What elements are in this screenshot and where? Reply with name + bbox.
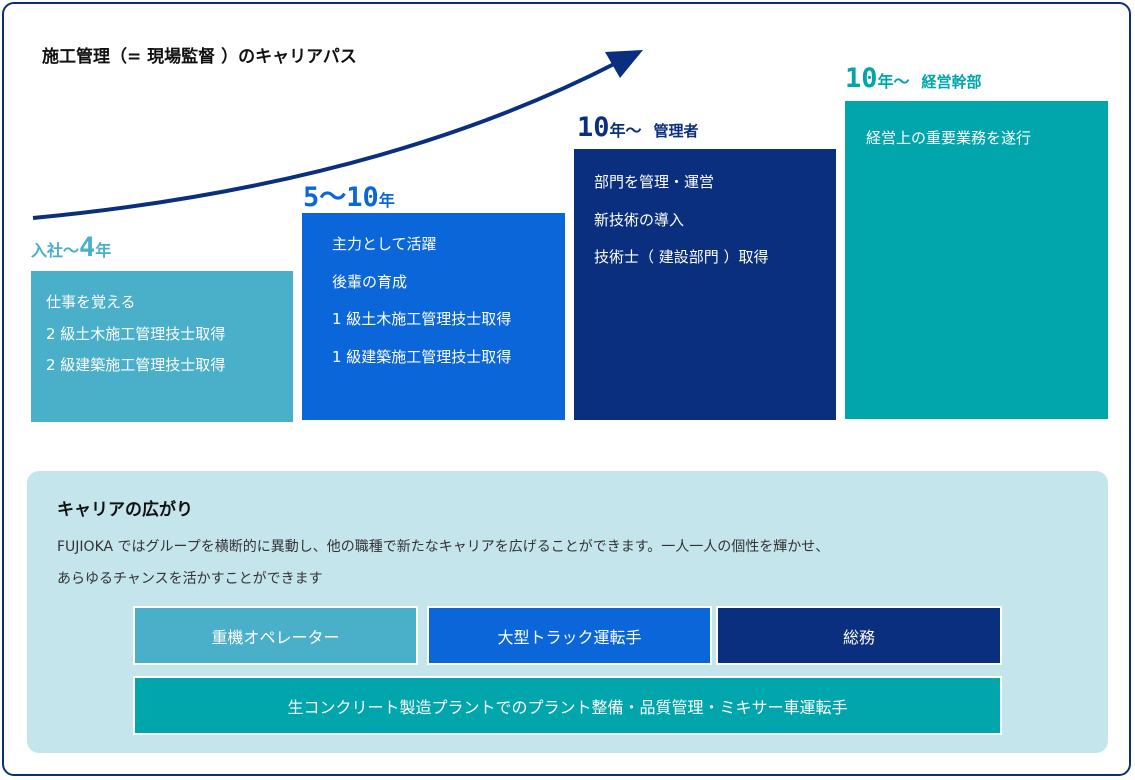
step-4-box: 経営上の重要業務を遂行	[845, 101, 1108, 419]
step-2-number: 5〜10	[303, 182, 379, 213]
step-3-item: 新技術の導入	[594, 210, 685, 229]
step-3-box: 部門を管理・運営 新技術の導入 技術士（ 建設部門 ）取得	[574, 149, 836, 420]
career-description: FUJIOKA ではグループを横断的に異動し、他の職種で新たなキャリアを広げるこ…	[57, 531, 1077, 595]
career-description-line: あらゆるチャンスを活かすことができます	[57, 571, 323, 587]
step-3-role: 管理者	[653, 122, 699, 140]
step-1-item: 2 級土木施工管理技士取得	[46, 324, 226, 343]
career-panel: キャリアの広がり FUJIOKA ではグループを横断的に異動し、他の職種で新たな…	[27, 471, 1108, 753]
step-2-box: 主力として活躍 後輩の育成 1 級土木施工管理技士取得 1 級建築施工管理技士取…	[302, 213, 565, 420]
step-1-heading: 入社〜4年	[31, 232, 111, 263]
step-3-heading: 10年〜管理者	[577, 112, 699, 143]
career-chip-general-affairs: 総務	[716, 606, 1002, 665]
step-4-role: 経営幹部	[921, 73, 982, 91]
step-2-item: 主力として活躍	[332, 235, 437, 253]
step-3-unit: 年〜	[609, 121, 642, 140]
step-3-item: 部門を管理・運営	[594, 173, 715, 191]
growth-arrow-curve	[32, 60, 619, 220]
step-4-heading: 10年〜経営幹部	[845, 63, 982, 94]
growth-arrow	[32, 50, 643, 220]
career-description-line: FUJIOKA ではグループを横断的に異動し、他の職種で新たなキャリアを広げるこ…	[57, 539, 830, 555]
step-4-unit: 年〜	[877, 72, 910, 91]
step-2-item: 1 級建築施工管理技士取得	[332, 347, 512, 366]
career-chip-truck-driver: 大型トラック運転手	[427, 606, 712, 665]
step-2-unit: 年	[378, 191, 395, 210]
step-2-item: 後輩の育成	[332, 272, 408, 291]
growth-arrow-head	[605, 50, 643, 78]
step-4-number: 10	[845, 63, 878, 94]
step-1-item: 2 級建築施工管理技士取得	[46, 356, 226, 374]
step-4-item: 経営上の重要業務を遂行	[866, 129, 1032, 147]
step-1-prefix: 入社〜	[31, 241, 80, 260]
step-3-number: 10	[577, 112, 610, 143]
step-2-heading: 5〜10年	[303, 175, 395, 214]
step-1-number: 4	[79, 232, 96, 263]
page-title: 施工管理（= 現場監督 ）のキャリアパス	[42, 47, 357, 67]
step-1-unit: 年	[95, 241, 112, 260]
career-chip-concrete-plant: 生コンクリート製造プラントでのプラント整備・品質管理・ミキサー車運転手	[133, 676, 1002, 735]
step-1-box: 仕事を覚える 2 級土木施工管理技士取得 2 級建築施工管理技士取得	[31, 271, 293, 422]
career-title: キャリアの広がり	[57, 500, 193, 520]
step-3-item: 技術士（ 建設部門 ）取得	[594, 248, 769, 266]
career-chip-heavy-machine-operator: 重機オペレーター	[133, 606, 418, 665]
step-1-item: 仕事を覚える	[46, 293, 136, 311]
step-2-item: 1 級土木施工管理技士取得	[332, 310, 512, 328]
